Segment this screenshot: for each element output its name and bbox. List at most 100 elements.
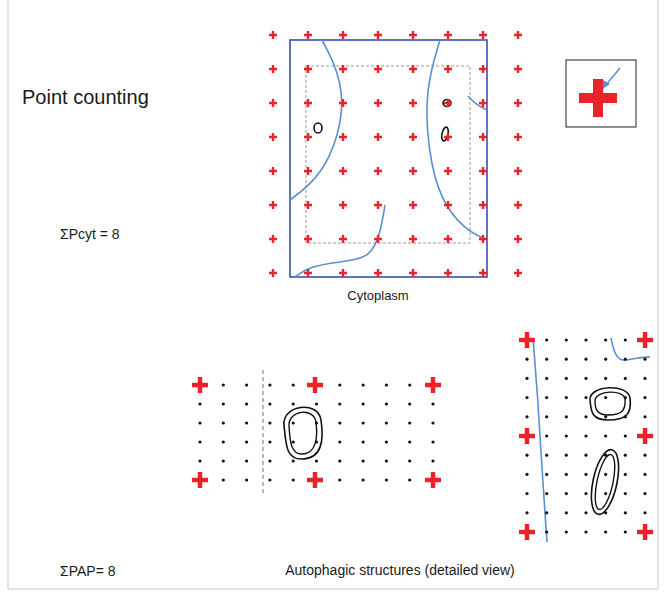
fine-point <box>338 421 341 424</box>
fine-point <box>584 358 587 361</box>
test-point <box>479 167 487 175</box>
test-point <box>409 235 417 243</box>
fine-point <box>198 402 201 405</box>
test-point <box>479 269 487 277</box>
test-point <box>514 133 522 141</box>
test-point <box>444 99 452 107</box>
fine-point <box>545 415 548 418</box>
fine-point <box>545 454 548 457</box>
fine-point <box>268 421 271 424</box>
fine-point <box>565 338 568 341</box>
test-point <box>409 99 417 107</box>
fine-point <box>584 473 587 476</box>
test-point-enlarged <box>579 79 617 117</box>
fine-point <box>545 530 548 533</box>
membrane-line <box>468 96 487 110</box>
test-point <box>304 65 312 73</box>
test-point <box>269 201 277 209</box>
fine-point <box>315 402 318 405</box>
test-point <box>409 201 417 209</box>
fine-point <box>198 440 201 443</box>
test-point <box>269 65 277 73</box>
organelle <box>314 123 322 133</box>
fine-point <box>431 459 434 462</box>
test-point <box>374 201 382 209</box>
fine-point <box>565 358 568 361</box>
fine-point <box>362 478 365 481</box>
fine-point <box>584 396 587 399</box>
autophagosome-inner <box>595 392 625 415</box>
test-point <box>514 235 522 243</box>
test-point <box>637 332 653 348</box>
fine-point <box>624 473 627 476</box>
fine-point <box>525 415 528 418</box>
fine-point <box>198 421 201 424</box>
fine-point <box>292 440 295 443</box>
fine-point <box>584 454 587 457</box>
fine-point <box>362 440 365 443</box>
test-point <box>479 99 487 107</box>
test-point <box>192 377 208 393</box>
fine-point <box>565 511 568 514</box>
fine-point <box>565 415 568 418</box>
test-point <box>444 167 452 175</box>
figure-title: Point counting <box>22 86 149 109</box>
autophagosome-outer <box>284 407 322 459</box>
fine-point <box>385 478 388 481</box>
fine-point <box>545 511 548 514</box>
test-point <box>192 472 208 488</box>
test-point <box>304 99 312 107</box>
test-point <box>304 133 312 141</box>
fine-point <box>525 358 528 361</box>
fine-point <box>408 421 411 424</box>
test-point <box>425 472 441 488</box>
test-point <box>444 201 452 209</box>
fine-point <box>315 421 318 424</box>
fine-point <box>643 473 646 476</box>
test-point <box>304 269 312 277</box>
fine-point <box>604 454 607 457</box>
fine-point <box>222 478 225 481</box>
test-point <box>519 332 535 348</box>
test-point <box>444 235 452 243</box>
fine-point <box>624 338 627 341</box>
fine-point <box>525 511 528 514</box>
fine-point <box>565 396 568 399</box>
fine-point <box>624 530 627 533</box>
fine-point <box>584 338 587 341</box>
test-point <box>374 167 382 175</box>
fine-point <box>604 415 607 418</box>
point-sum: ΣPcyt = 8 <box>60 226 120 242</box>
test-point <box>519 524 535 540</box>
test-point <box>374 99 382 107</box>
fine-point <box>245 478 248 481</box>
test-point <box>514 65 522 73</box>
fine-point <box>292 459 295 462</box>
fine-point <box>385 421 388 424</box>
test-point <box>479 133 487 141</box>
test-point <box>444 133 452 141</box>
fine-point <box>268 478 271 481</box>
fine-point <box>362 402 365 405</box>
test-point <box>374 133 382 141</box>
fine-point <box>268 402 271 405</box>
organelle <box>443 100 451 107</box>
fine-point <box>525 473 528 476</box>
fine-point <box>604 530 607 533</box>
fine-point <box>565 492 568 495</box>
test-point <box>269 133 277 141</box>
fine-point <box>584 530 587 533</box>
fine-point <box>525 377 528 380</box>
fine-point <box>362 383 365 386</box>
test-point <box>444 269 452 277</box>
fine-point <box>408 478 411 481</box>
fine-point <box>545 473 548 476</box>
fine-point <box>222 383 225 386</box>
test-point <box>479 235 487 243</box>
fine-point <box>643 511 646 514</box>
fine-point <box>222 421 225 424</box>
autophagosome-inner <box>289 412 317 454</box>
fine-point <box>198 459 201 462</box>
test-point <box>479 201 487 209</box>
fine-point <box>362 459 365 462</box>
